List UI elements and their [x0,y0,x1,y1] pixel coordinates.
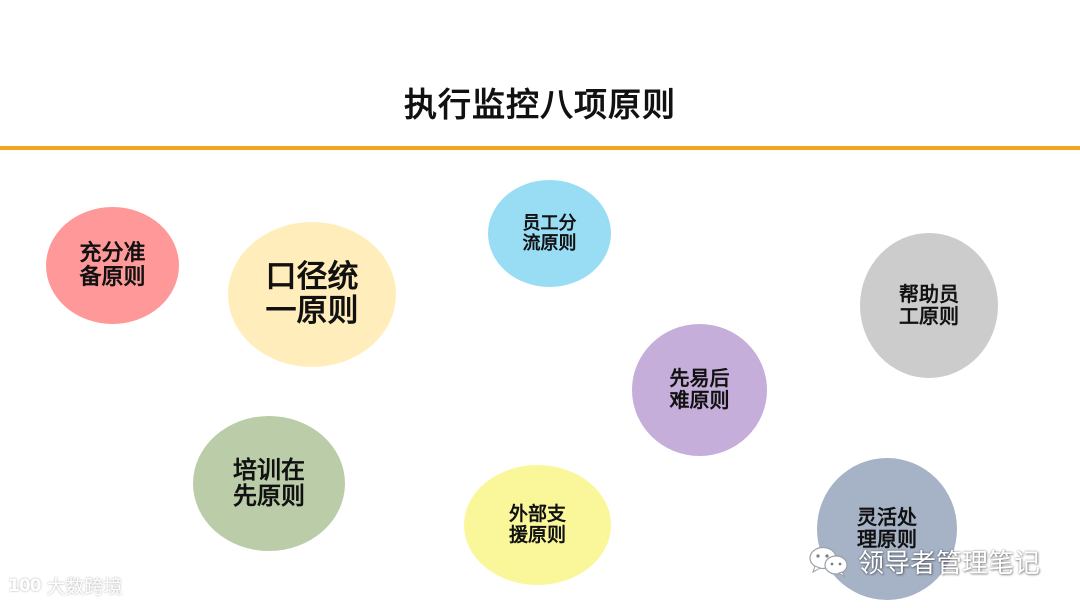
principle-bubble-staff-diversion: 员工分 流原则 [488,180,611,287]
principle-bubble-thorough-preparation: 充分准 备原则 [46,207,179,324]
principle-bubble-training-first: 培训在 先原则 [193,416,345,551]
principle-bubble-help-staff: 帮助员 工原则 [860,233,998,378]
principle-label: 充分准 备原则 [79,240,146,290]
watermark-text: 领导者管理笔记 [858,549,1041,579]
principle-label: 培训在 先原则 [233,455,305,510]
principle-label: 外部支 援原则 [508,503,566,546]
principle-bubble-flexible-handling: 灵活处 理原则 [817,458,957,600]
brand-text: 大数跨境 [46,576,123,598]
principle-label: 先易后 难原则 [669,366,730,412]
wechat-icon [809,546,848,577]
principle-bubble-external-support: 外部支 援原则 [464,465,611,585]
brand-logo-icon: 100 [8,575,41,596]
watermark-brand: 100 大数跨境 [8,572,123,599]
watermark-wechat: 领导者管理笔记 [808,543,1040,580]
principle-label: 员工分 流原则 [522,213,577,254]
principle-bubble-easy-first: 先易后 难原则 [632,324,767,456]
principle-label: 口径统 一原则 [265,259,359,329]
principle-bubble-unified-messaging: 口径统 一原则 [228,222,396,367]
principle-label: 帮助员 工原则 [899,281,959,328]
principle-label: 灵活处 理原则 [857,505,917,551]
slide-title: 执行监控八项原则 [404,85,676,124]
title-divider [0,146,1080,150]
